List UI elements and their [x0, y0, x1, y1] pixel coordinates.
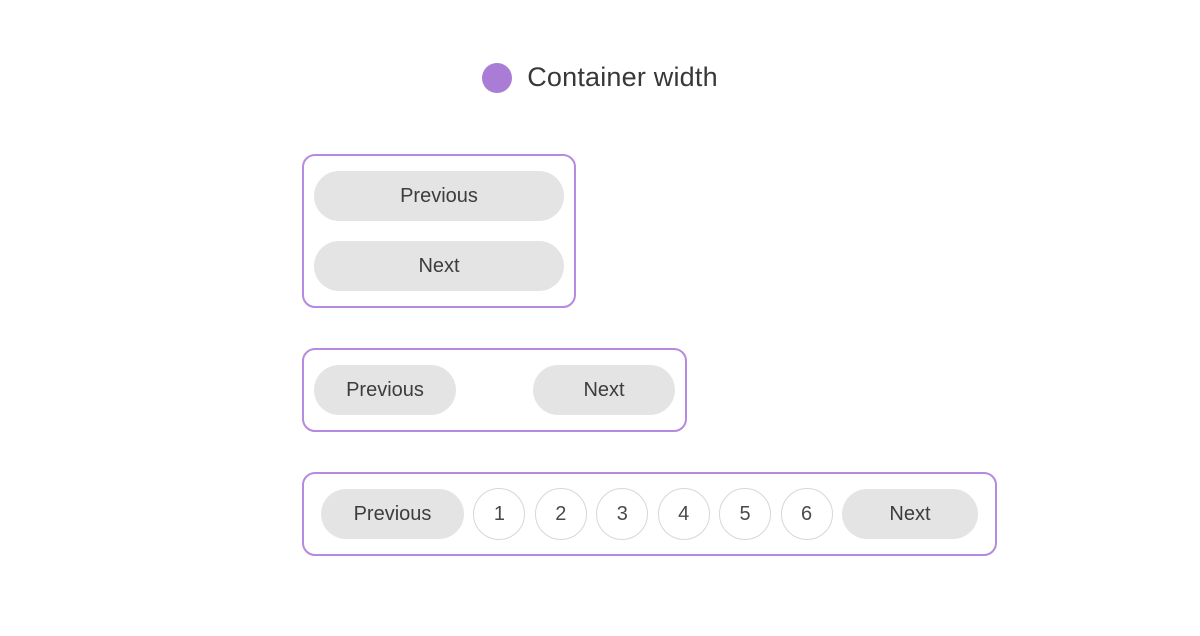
next-button[interactable]: Next — [533, 365, 675, 415]
page-button-1[interactable]: 1 — [473, 488, 526, 540]
page-button-5[interactable]: 5 — [719, 488, 772, 540]
previous-button[interactable]: Previous — [314, 365, 456, 415]
legend: Container width — [0, 62, 1200, 93]
pagination-container-wide: Previous 1 2 3 4 5 6 Next — [302, 472, 997, 556]
previous-button[interactable]: Previous — [314, 171, 564, 221]
page-button-2[interactable]: 2 — [534, 488, 587, 540]
previous-button[interactable]: Previous — [321, 489, 464, 539]
page-button-4[interactable]: 4 — [657, 488, 710, 540]
pagination-container-narrow: Previous Next — [302, 154, 576, 308]
legend-label: Container width — [527, 62, 718, 92]
container-width-dot-icon — [482, 62, 513, 93]
next-button[interactable]: Next — [314, 241, 564, 291]
next-button[interactable]: Next — [841, 489, 978, 539]
page-button-6[interactable]: 6 — [780, 488, 833, 540]
page-button-3[interactable]: 3 — [596, 488, 649, 540]
pagination-container-medium: Previous Next — [302, 348, 687, 432]
